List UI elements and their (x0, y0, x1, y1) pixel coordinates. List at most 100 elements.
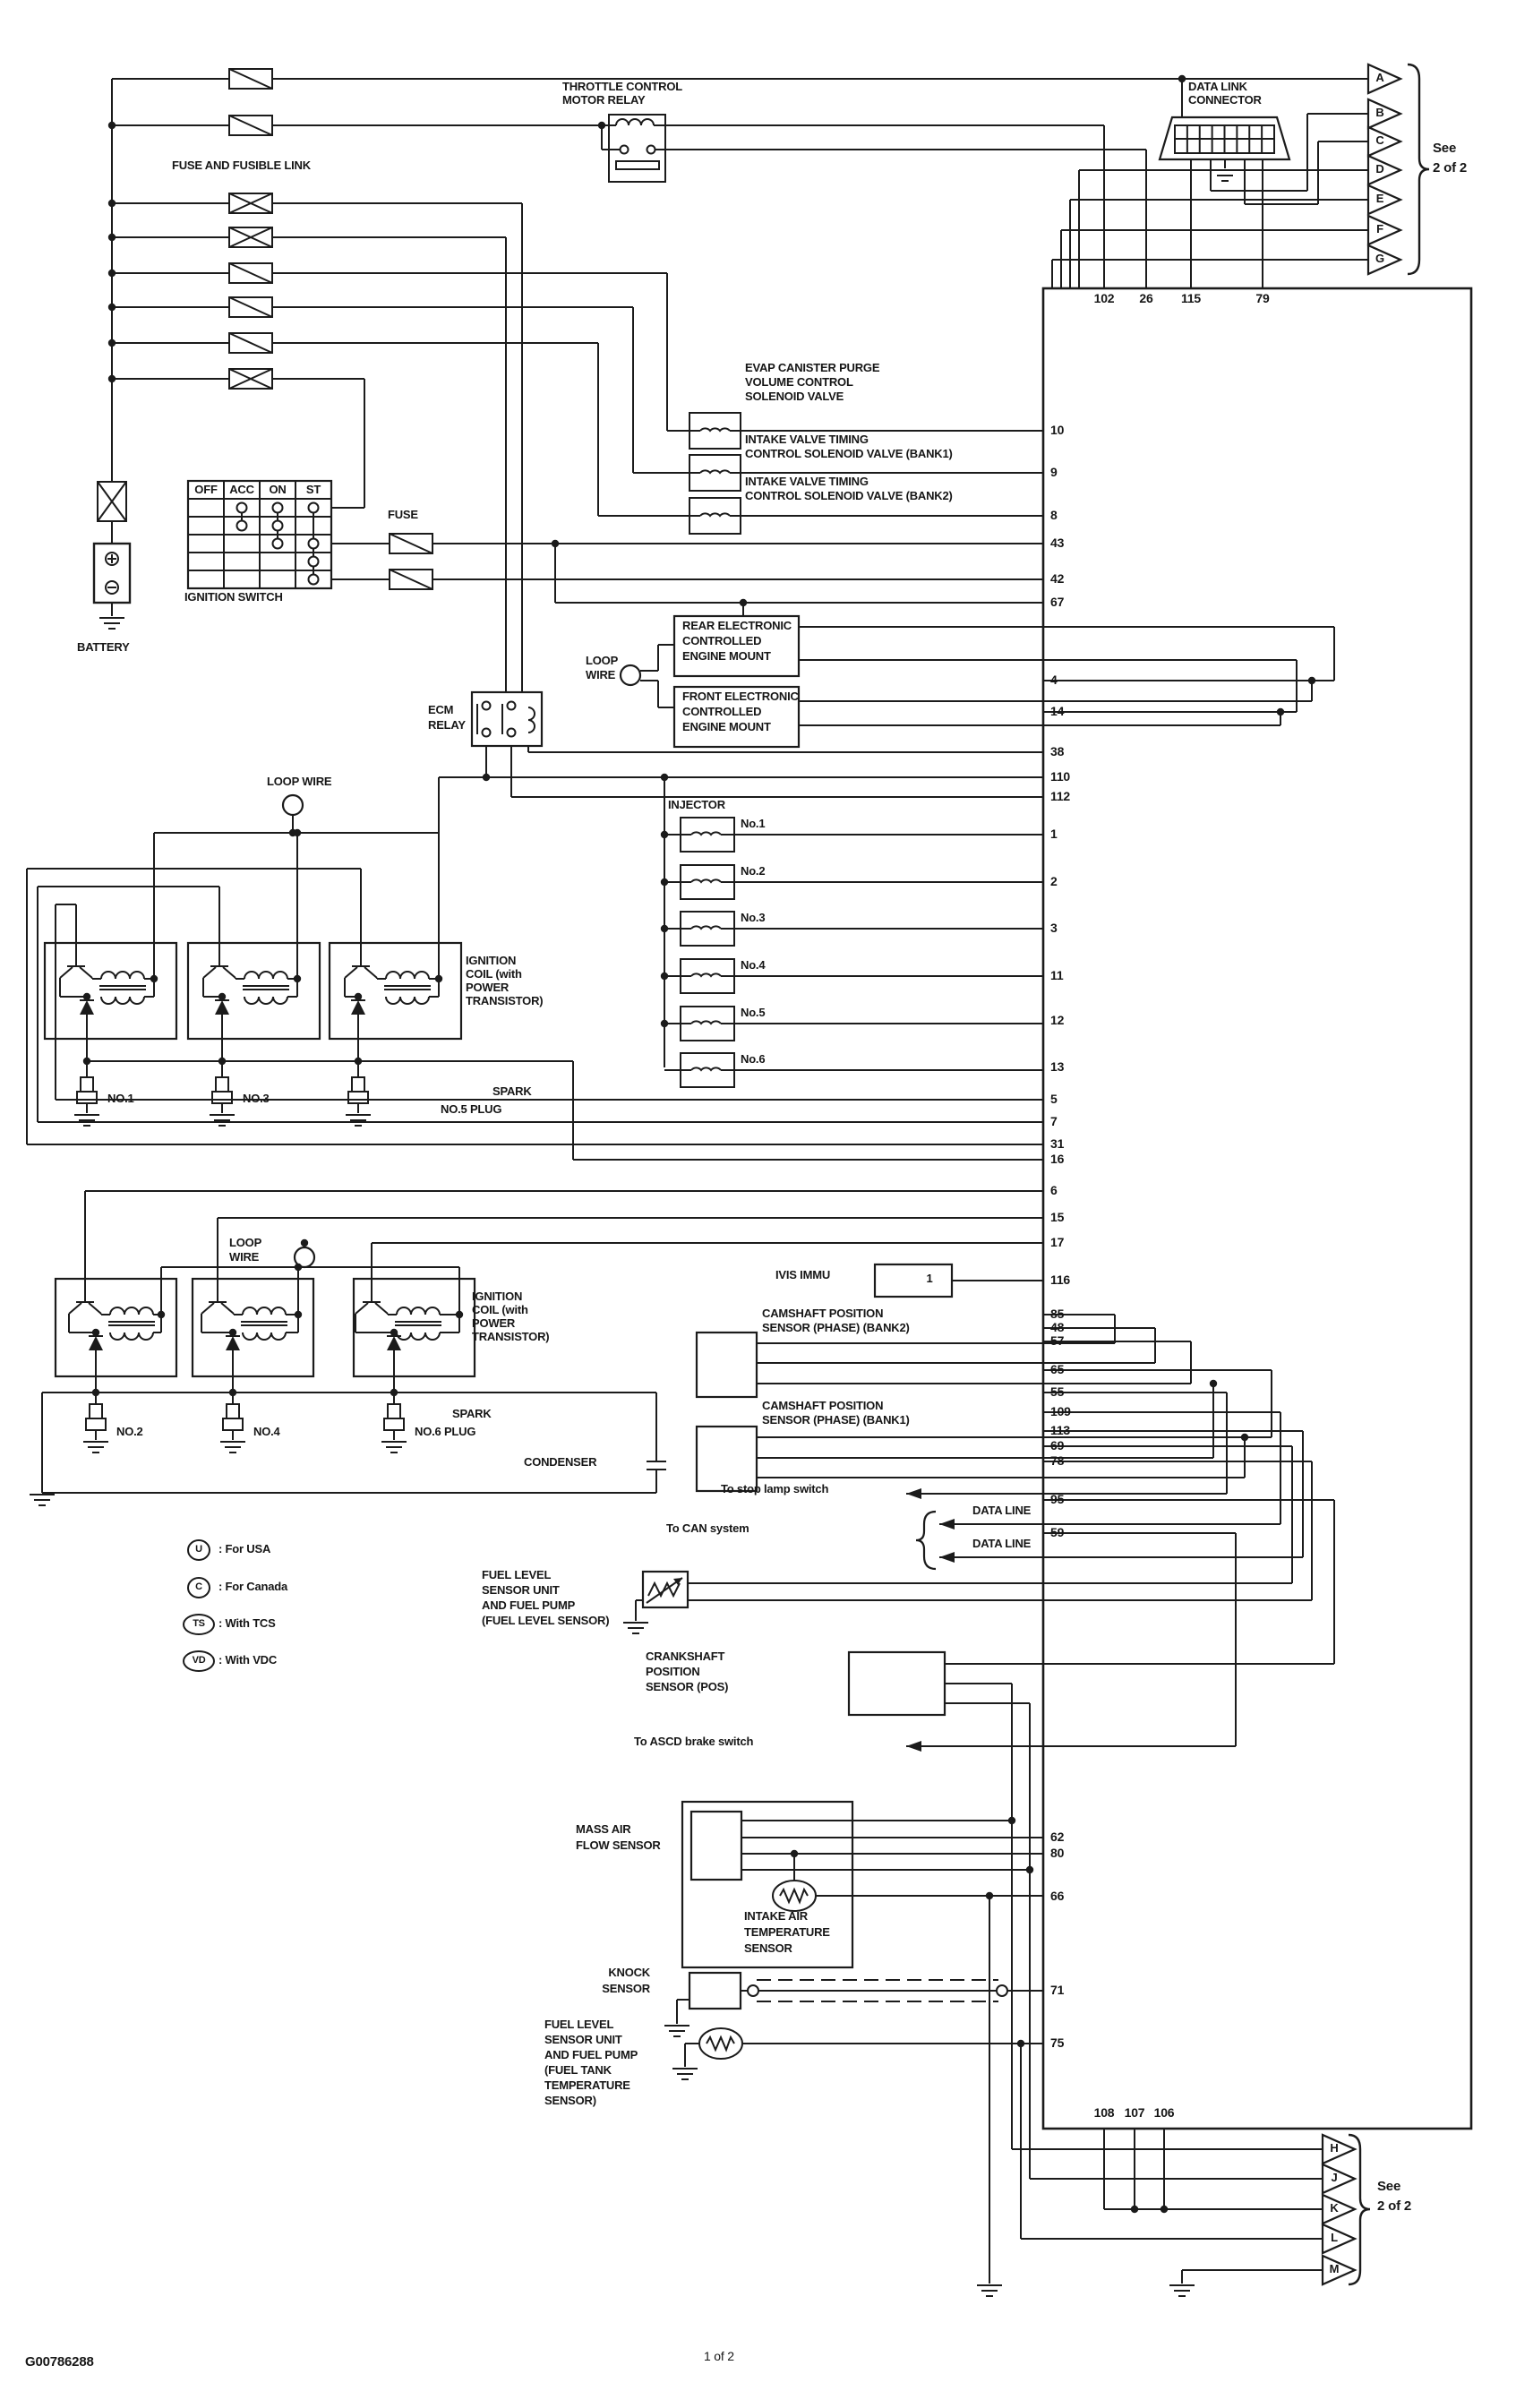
ecm-left-pin-label: 43 (1050, 536, 1065, 550)
ecm-left-pin-label: 9 (1050, 465, 1058, 479)
maf-label: FLOW SENSOR (576, 1838, 661, 1852)
ecm-left-pin-label: 112 (1050, 789, 1070, 803)
loop-wire-top-label: LOOP WIRE (267, 775, 332, 788)
plug-no4-label: NO.4 (253, 1425, 280, 1438)
crankshaft-label: POSITION (646, 1665, 700, 1678)
iat-label: INTAKE AIR (744, 1909, 808, 1923)
connector-letter: B (1375, 106, 1384, 119)
ecm-left-pin-label: 14 (1050, 704, 1065, 718)
plug-no3-label: NO.3 (243, 1092, 270, 1105)
ecm-left-pin-label: 116 (1050, 1273, 1070, 1287)
loop-wire2-label: LOOP (229, 1236, 262, 1249)
connector-letter: J (1331, 2171, 1338, 2184)
connector-letter: E (1375, 192, 1384, 205)
legend-symbol-label: U (195, 1544, 202, 1555)
connector-letter: F (1376, 222, 1383, 236)
ecm-top-pin: 102 (1093, 291, 1115, 305)
ignition-col-st: ST (305, 483, 321, 496)
connector-letter: K (1330, 2201, 1339, 2215)
legend-symbol-label: C (195, 1581, 202, 1592)
plug-no6-label: NO.6 PLUG (415, 1425, 476, 1438)
coil-row1-label: POWER (466, 981, 510, 994)
coil-row2-label: IGNITION (472, 1290, 523, 1303)
crankshaft-label: CRANKSHAFT (646, 1650, 725, 1663)
ecm-bottom-pin: 108 (1093, 2105, 1115, 2120)
evap-solenoid-label: SOLENOID VALVE (745, 390, 844, 403)
connector-letter: H (1330, 2141, 1339, 2155)
ecm-bottom-pin: 107 (1124, 2105, 1145, 2120)
connector-letter: M (1329, 2262, 1340, 2275)
ecm-left-pin-label: 48 (1050, 1320, 1065, 1334)
injector-title: INJECTOR (668, 798, 725, 811)
ecm-left-pin-label: 6 (1050, 1183, 1058, 1197)
injector-number-label: No.2 (741, 864, 766, 878)
ecm-left-pin-label: 69 (1050, 1438, 1065, 1453)
rear-mount-label: CONTROLLED (682, 634, 762, 647)
ecm-left-pin-label: 12 (1050, 1013, 1065, 1027)
ecm-left-pin-label: 42 (1050, 571, 1065, 586)
plug-no2-label: NO.2 (116, 1425, 143, 1438)
connector-letter: C (1375, 133, 1384, 147)
data-line-label: DATA LINE (972, 1537, 1032, 1550)
fuel-tank-label: FUEL LEVEL (544, 2018, 614, 2031)
see-ref-bottom: See (1377, 2179, 1401, 2194)
injector-number-label: No.4 (741, 958, 766, 972)
ivt-bank2-label: CONTROL SOLENOID VALVE (BANK2) (745, 489, 953, 502)
ecm-left-pin-label: 59 (1050, 1525, 1065, 1539)
ivis-immu-label: IVIS IMMU (775, 1268, 831, 1281)
legend-text: : With TCS (218, 1616, 276, 1630)
condenser-label: CONDENSER (524, 1455, 597, 1469)
plug-no1-label: NO.1 (107, 1092, 134, 1105)
rear-mount-label: REAR ELECTRONIC (682, 619, 792, 632)
ecm-left-pin-label: 4 (1050, 673, 1058, 687)
fuel-tank-label: TEMPERATURE (544, 2078, 630, 2092)
coil-row1-label: COIL (with (466, 967, 522, 981)
legend-text: : With VDC (218, 1653, 278, 1667)
ecm-left-pin-label: 55 (1050, 1384, 1065, 1399)
connector-letter: D (1375, 162, 1384, 176)
front-mount-label: FRONT ELECTRONIC (682, 690, 799, 703)
legend-text: : For USA (218, 1542, 271, 1555)
ecm-top-pin: 79 (1255, 291, 1270, 305)
ecm-top-pin: 26 (1139, 291, 1153, 305)
knock-label: KNOCK (608, 1966, 650, 1979)
dlc-label: DATA LINK (1188, 80, 1247, 93)
fuel-level-label: FUEL LEVEL (482, 1568, 552, 1581)
front-mount-label: ENGINE MOUNT (682, 720, 771, 733)
ecm-left-pin-label: 110 (1050, 769, 1070, 784)
ecm-relay-label: RELAY (428, 718, 466, 732)
ecm-left-pin-label: 62 (1050, 1830, 1065, 1844)
fuel-level-label: SENSOR UNIT (482, 1583, 560, 1597)
ecm-relay-label: ECM (428, 703, 454, 716)
cam-bank2-label: SENSOR (PHASE) (BANK2) (762, 1321, 910, 1334)
see-ref-top: See (1433, 141, 1457, 156)
legend-text: : For Canada (218, 1580, 288, 1593)
front-mount-label: CONTROLLED (682, 705, 762, 718)
ecm-left-pin-label: 1 (1050, 827, 1058, 841)
loop-wire2-label: WIRE (229, 1250, 260, 1264)
throttle-relay-label: THROTTLE CONTROL (562, 80, 683, 93)
ignition-col-on: ON (269, 483, 287, 496)
legend-symbol-label: TS (193, 1618, 205, 1629)
spark-row2-label: SPARK (452, 1407, 492, 1420)
injector-number-label: No.1 (741, 817, 766, 830)
ivt-bank2-label: INTAKE VALVE TIMING (745, 475, 869, 488)
fuel-tank-label: (FUEL TANK (544, 2063, 612, 2077)
ascd-ref: To ASCD brake switch (634, 1735, 754, 1748)
ecm-left-pin-label: 10 (1050, 423, 1065, 437)
iat-label: SENSOR (744, 1941, 792, 1955)
stop-lamp-ref: To stop lamp switch (721, 1482, 829, 1495)
ecm-left-pin-label: 15 (1050, 1210, 1065, 1224)
sheet-number: 1 of 2 (704, 2349, 734, 2363)
ignition-col-acc: ACC (229, 483, 254, 496)
ecm-left-pin-label: 65 (1050, 1362, 1065, 1376)
ecm-left-pin-label: 66 (1050, 1889, 1065, 1903)
ecm-left-pin-label: 95 (1050, 1492, 1065, 1506)
fuel-tank-label: SENSOR) (544, 2094, 596, 2107)
cam-bank1-label: CAMSHAFT POSITION (762, 1399, 884, 1412)
rear-mount-label: ENGINE MOUNT (682, 649, 771, 663)
coil-row2-label: TRANSISTOR) (472, 1330, 550, 1343)
spark-row1-label: NO.5 PLUG (441, 1102, 502, 1116)
ecm-left-pin-label: 85 (1050, 1307, 1065, 1321)
ivt-bank1-label: INTAKE VALVE TIMING (745, 433, 869, 446)
